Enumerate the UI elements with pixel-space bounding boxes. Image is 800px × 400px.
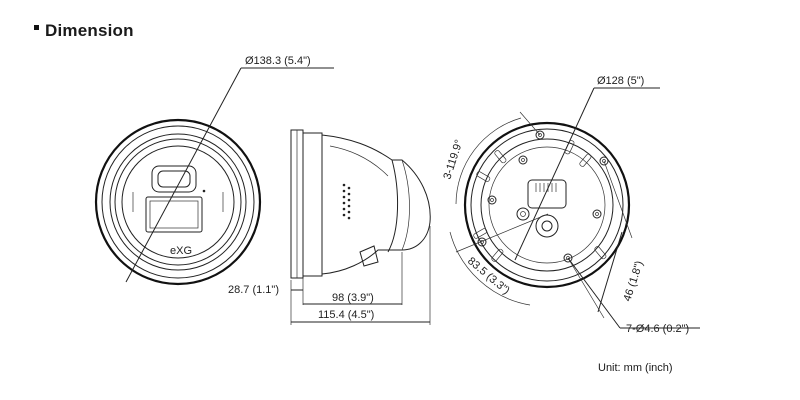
front-light-window [145,196,203,233]
base-small-hole-inner [520,211,526,217]
side-dome-inner [401,159,410,251]
front-ring-2 [101,125,255,279]
title-text: Dimension [45,21,134,40]
side-height-label: 28.7 (1.1") [228,284,279,296]
base-cable-hole-inner [541,220,553,232]
base-screw-holes [477,130,609,263]
page-title: Dimension [34,21,134,41]
base-circle-dim-arc [449,231,531,306]
base-angle-arc [455,117,522,205]
front-diameter-leader [125,67,242,283]
side-dome-body [321,134,431,275]
base-angle-ext [519,111,541,136]
base-view: Ø128 (5") 3-119.9° 83.5 (3.3") 46 (1.8")… [441,75,700,335]
base-spacing-label: 46 (1.8") [621,259,645,302]
front-indicator-dot [202,189,206,193]
bullet-icon [34,25,39,31]
base-spacing-line [597,231,623,313]
side-depth-label: 98 (3.9") [332,292,374,304]
base-ring-2 [470,128,624,282]
unit-note: Unit: mm (inch) [598,362,673,374]
base-diameter-label: Ø128 (5") [597,75,644,87]
front-diameter-label: Ø138.3 (5.4") [245,55,311,67]
front-lens-window [151,165,197,193]
front-lens-inner [157,170,191,188]
side-view: 28.7 (1.1") 98 (3.9") 115.4 (4.5") [228,129,431,325]
side-dome-edge [329,145,389,177]
base-spacing-ext-1 [603,160,633,239]
side-vent-dots [342,183,351,220]
front-ring-4 [114,138,242,266]
side-dome-seam [387,159,399,253]
base-connector-block [527,179,567,209]
front-inner-ring [121,145,235,259]
base-small-hole [516,207,530,221]
base-holes-label: 7-Ø4.6 (0.2") [626,323,689,335]
front-outer-ring [94,118,262,286]
side-cable-bracket [359,245,379,267]
front-logo: eXG [170,245,192,257]
front-ring-3 [109,133,247,271]
base-angle-label: 3-119.9° [441,138,465,181]
base-circle-dim-line [455,213,549,253]
base-connector-pins [535,183,557,192]
front-view: eXG Ø138.3 (5.4") [94,55,334,286]
side-mount-ring [303,132,323,277]
base-ring-4 [488,146,606,264]
base-outer-ring [463,121,631,289]
base-diameter-leader [514,87,595,261]
base-cable-hole [535,214,559,238]
base-holes-leader [567,257,621,329]
front-light-inner [149,200,199,229]
side-total-label: 115.4 (4.5") [318,309,374,321]
base-ring-3 [480,138,614,272]
base-spacing-ext-2 [567,257,605,319]
